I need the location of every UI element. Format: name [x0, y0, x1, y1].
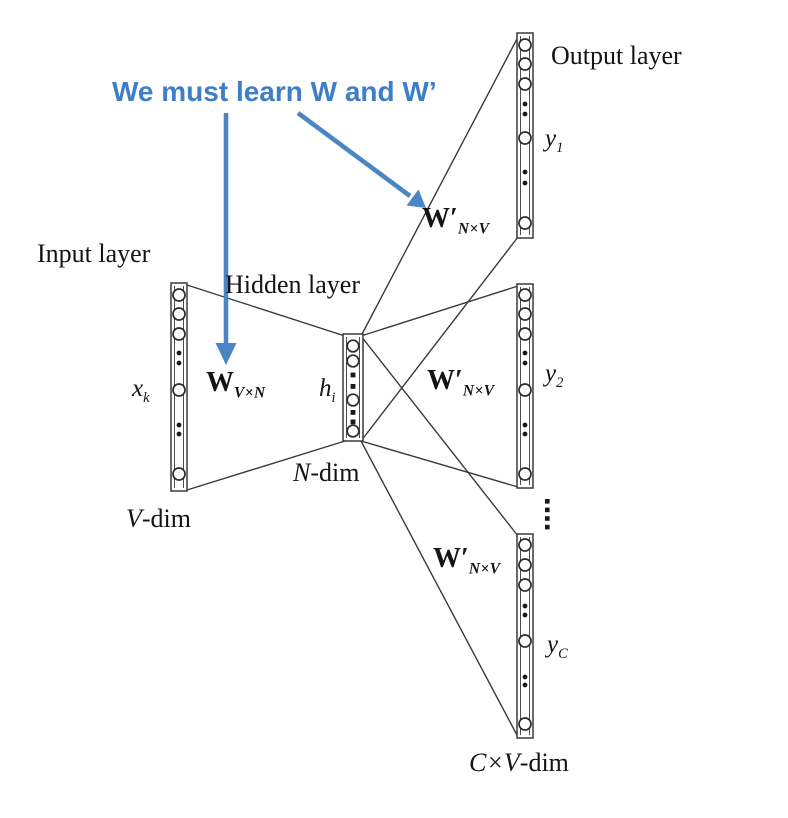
- edge-input-bottom-to-hidden-bottom: [186, 440, 346, 491]
- hidden-nodes: [346, 339, 360, 438]
- hidden-ellipsis-dots: [350, 372, 356, 425]
- edge-hidden-top-to-y3-top: [360, 335, 519, 537]
- weight-wprime-base: W′: [433, 543, 469, 574]
- arrow-to-wprime-line: [296, 111, 412, 198]
- arrow-to-w-head: [215, 343, 237, 365]
- output1-ellipsis-dots: [522, 101, 528, 186]
- output-dim-label: C×V-dim: [469, 749, 569, 776]
- annotation-text: We must learn W and W’: [112, 76, 437, 107]
- weight-wprime-label-1: W′N×V: [422, 204, 490, 238]
- weight-wprime-base: W′: [422, 203, 458, 234]
- output1-vector-sub: 1: [556, 140, 564, 156]
- panels-ellipsis: [545, 499, 550, 530]
- output-panel-3: [516, 533, 534, 739]
- edge-hidden-top-to-y2-top: [360, 285, 519, 337]
- output3-vector-sub: C: [558, 646, 568, 662]
- output2-vector-label: y2: [545, 360, 564, 391]
- hidden-vector-sub: i: [331, 390, 336, 406]
- output2-ellipsis-dots: [522, 350, 528, 437]
- edge-input-top-to-hidden-top: [186, 284, 346, 337]
- weight-wprime-label-3: W′N×V: [433, 544, 501, 578]
- output2-vector-base: y: [545, 360, 557, 387]
- edge-hidden-bottom-to-y3-bottom: [360, 440, 519, 738]
- input-vector-label: xk: [132, 375, 150, 406]
- input-layer-column: [170, 282, 188, 492]
- hidden-vector-base: h: [319, 375, 332, 402]
- weight-wprime-sub: N×V: [462, 382, 495, 400]
- weight-w-sub: V×N: [234, 384, 266, 402]
- connection-lines: [186, 36, 519, 738]
- output2-vector-sub: 2: [556, 375, 564, 391]
- output-dim-var: C×V: [469, 748, 520, 777]
- output-panel-1: [516, 32, 534, 239]
- output1-vector-label: y1: [545, 125, 564, 156]
- output-layer-title: Output layer: [551, 41, 682, 70]
- input-ellipsis-dots: [176, 350, 182, 437]
- weight-w-base: W: [206, 367, 234, 398]
- weight-w-label: WV×N: [206, 368, 266, 402]
- arrow-to-wprime-head: [406, 189, 426, 208]
- input-dim-var: V: [126, 504, 142, 533]
- hidden-dim-label: N-dim: [293, 459, 359, 486]
- input-vector-sub: k: [143, 390, 150, 406]
- input-vector-base: x: [132, 375, 144, 402]
- hidden-vector-label: hi: [319, 375, 336, 406]
- hidden-dim-suffix: -dim: [310, 458, 360, 487]
- hidden-layer-column: [342, 333, 364, 442]
- output3-ellipsis-dots: [522, 603, 528, 688]
- edge-hidden-bottom-to-y1-bottom: [360, 236, 519, 442]
- output1-nodes: [518, 38, 532, 230]
- weight-wprime-base: W′: [427, 365, 463, 396]
- weight-wprime-sub: N×V: [468, 560, 501, 578]
- hidden-dim-var: N: [293, 458, 311, 487]
- edge-hidden-top-to-y1-top: [360, 36, 519, 337]
- output3-vector-base: y: [547, 631, 559, 658]
- edge-hidden-bottom-to-y2-bottom: [360, 440, 519, 488]
- input-dim-suffix: -dim: [141, 504, 191, 533]
- output2-nodes: [518, 288, 532, 481]
- weight-wprime-sub: N×V: [457, 220, 490, 238]
- input-dim-label: V-dim: [126, 505, 191, 532]
- output1-vector-base: y: [545, 125, 557, 152]
- output3-vector-label: yC: [547, 631, 568, 662]
- output-panel-2: [516, 283, 534, 489]
- input-nodes: [172, 288, 186, 481]
- weight-wprime-label-2: W′N×V: [427, 366, 495, 400]
- input-layer-title: Input layer: [37, 239, 151, 268]
- hidden-layer-title: Hidden layer: [225, 270, 361, 299]
- annotation-arrows: [215, 111, 426, 365]
- output3-nodes: [518, 538, 532, 731]
- output-dim-suffix: -dim: [519, 748, 569, 777]
